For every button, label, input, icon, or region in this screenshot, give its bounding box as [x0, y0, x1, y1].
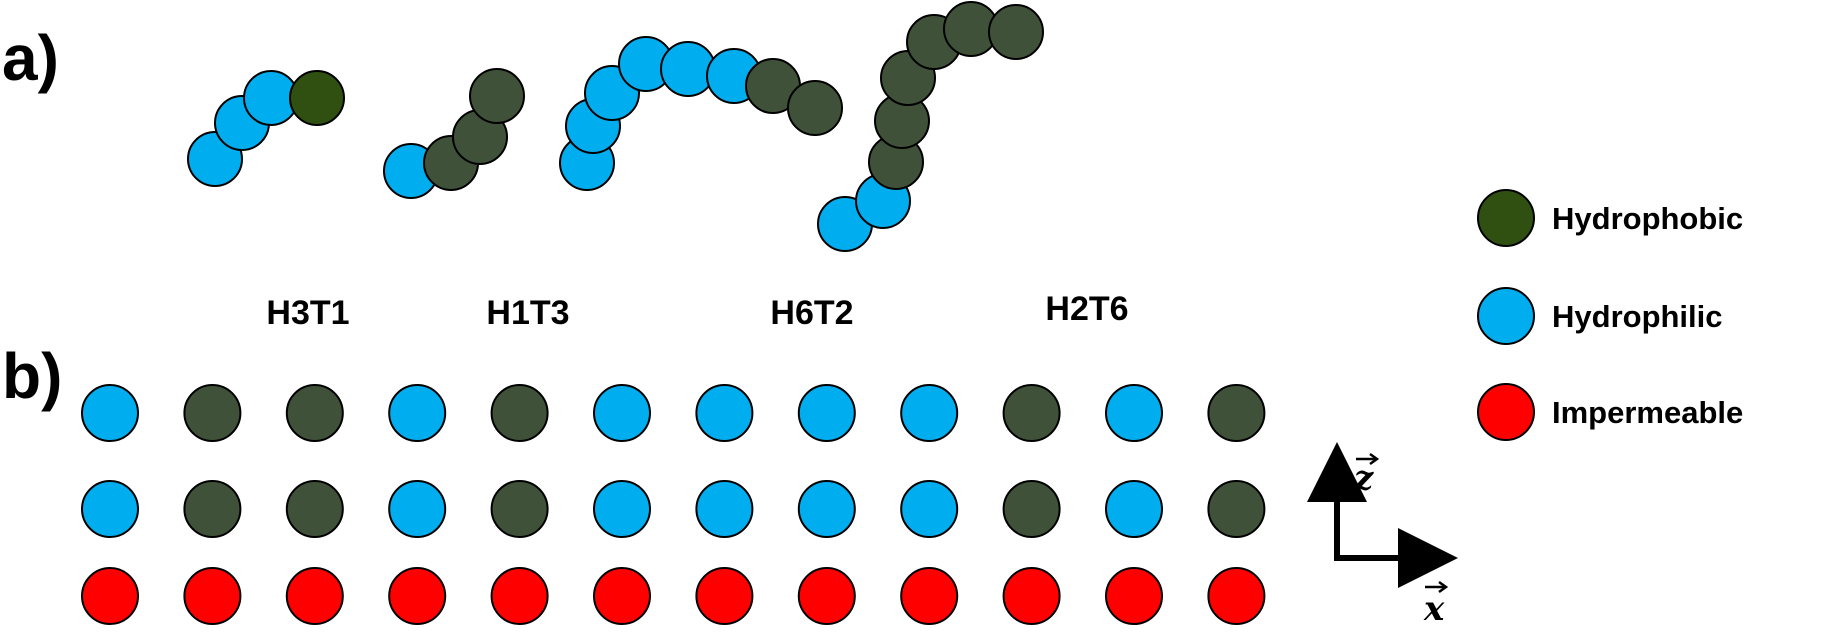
molecule-h2t6 [817, 1, 1044, 252]
hydrophobic-bead [490, 480, 549, 538]
hydrophobic-bead [1002, 480, 1061, 538]
hydrophobic-bead [1207, 480, 1266, 538]
molecule-h1t3 [383, 68, 525, 199]
z-axis-label: z [1353, 458, 1374, 498]
legend-label-hydrophilic: Hydrophilic [1552, 299, 1723, 334]
hydrophobic-bead [988, 4, 1044, 60]
hydrophilic-bead [593, 384, 651, 442]
hydrophilic-bead [81, 384, 139, 442]
impermeable-bead [285, 567, 344, 625]
x-axis-vector-tip [1438, 580, 1449, 594]
hydrophilic-bead [81, 480, 139, 538]
hydrophilic-bead [797, 384, 856, 442]
hydrophilic-bead [1105, 384, 1163, 442]
hydrophobic-bead [183, 384, 242, 442]
impermeable-bead [900, 567, 959, 625]
impermeable-bead [388, 567, 447, 625]
panel-a-label: a) [2, 22, 59, 94]
hydrophobic-bead [787, 80, 843, 136]
impermeable-bead [1105, 567, 1163, 625]
hydrophilic-bead [900, 480, 959, 538]
hydrophilic-bead [695, 480, 754, 538]
molecule-label-h3t1: H3T1 [266, 294, 349, 332]
legend: Hydrophobic Hydrophilic Impermeable [1477, 189, 1743, 441]
hydrophilic-bead [388, 480, 447, 538]
surface-bead-grid [81, 384, 1266, 625]
coordinate-axes: z x [1307, 442, 1458, 629]
panel-b-label: b) [2, 340, 62, 412]
molecule-label-h1t3: H1T3 [486, 294, 569, 332]
impermeable-bead [183, 567, 242, 625]
x-axis-label: x [1423, 589, 1445, 629]
molecule-label-h6t2: H6T2 [770, 294, 853, 332]
hydrophobic-bead [285, 384, 344, 442]
legend-label-hydrophobic: Hydrophobic [1552, 201, 1743, 236]
impermeable-bead [797, 567, 856, 625]
hydrophobic-bead [289, 70, 345, 126]
hydrophilic-bead [797, 480, 856, 538]
hydrophobic-bead [490, 384, 549, 442]
impermeable-bead [1207, 567, 1266, 625]
impermeable-bead [1002, 567, 1061, 625]
impermeable-bead [81, 567, 139, 625]
molecule-h6t2 [559, 36, 843, 191]
legend-hydrophobic-bead [1477, 189, 1535, 247]
legend-hydrophilic-bead [1477, 287, 1535, 345]
impermeable-bead [695, 567, 754, 625]
hydrophilic-bead [900, 384, 959, 442]
impermeable-bead [490, 567, 549, 625]
hydrophobic-bead [469, 68, 525, 124]
molecule-label-h2t6: H2T6 [1045, 290, 1128, 328]
hydrophobic-bead [1207, 384, 1266, 442]
legend-label-impermeable: Impermeable [1552, 395, 1743, 430]
hydrophilic-bead [1105, 480, 1163, 538]
hydrophobic-bead [183, 480, 242, 538]
molecule-h3t1 [187, 70, 345, 187]
hydrophobic-bead [1002, 384, 1061, 442]
legend-impermeable-bead [1477, 383, 1535, 441]
impermeable-bead [593, 567, 651, 625]
hydrophilic-bead [695, 384, 754, 442]
z-axis-vector-tip [1369, 452, 1380, 466]
hydrophilic-bead [388, 384, 447, 442]
hydrophilic-bead [593, 480, 651, 538]
hydrophobic-bead [285, 480, 344, 538]
